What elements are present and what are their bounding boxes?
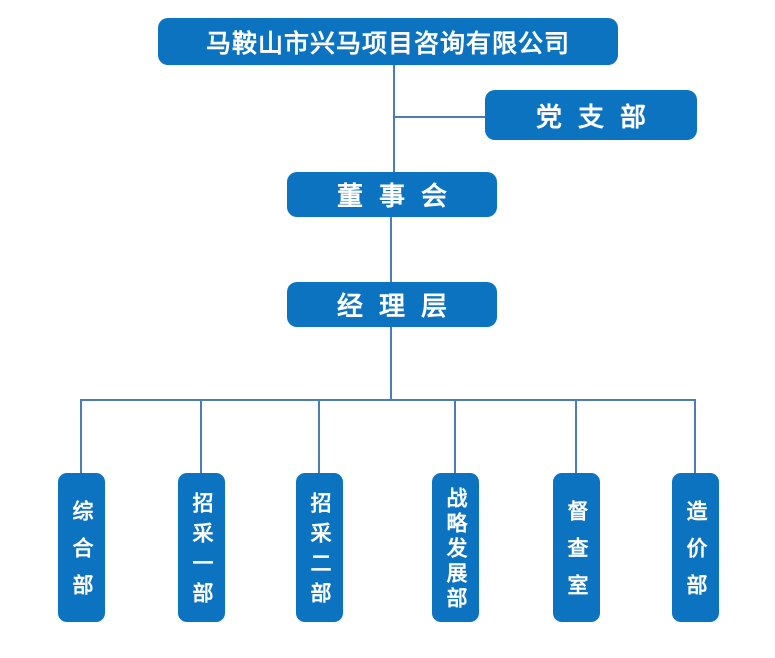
node-dept-cost-estimation: 造价部 (672, 473, 719, 622)
node-dept-strategic-development: 战略发展部 (432, 473, 479, 622)
connector-drop-dept-4 (454, 399, 456, 474)
connector-drop-dept-1 (80, 399, 82, 474)
connector-distribution-bus (80, 399, 696, 401)
dept-label: 综合部 (70, 500, 94, 611)
node-board-of-directors: 董事会 (287, 172, 497, 217)
node-party-branch: 党支部 (485, 90, 697, 140)
node-dept-general-affairs: 综合部 (58, 473, 105, 622)
dept-label: 招采二部 (308, 492, 332, 612)
dept-label: 造价部 (684, 500, 708, 611)
connector-root-to-board (393, 64, 395, 173)
node-management-layer: 经理层 (287, 282, 497, 327)
node-company-root: 马鞍山市兴马项目咨询有限公司 (158, 18, 618, 65)
connector-drop-dept-6 (694, 399, 696, 474)
connector-branch-party (394, 116, 486, 118)
connector-drop-dept-3 (318, 399, 320, 474)
connector-board-to-management (390, 216, 392, 283)
dept-label: 招采一部 (190, 492, 214, 612)
connector-drop-dept-5 (575, 399, 577, 474)
management-label: 经理层 (336, 292, 463, 322)
board-label: 董事会 (336, 182, 463, 212)
connector-management-to-bus (390, 326, 392, 400)
node-dept-procurement-2: 招采二部 (296, 473, 343, 622)
node-dept-procurement-1: 招采一部 (178, 473, 225, 622)
node-dept-supervision-office: 督查室 (553, 473, 600, 622)
company-root-label: 马鞍山市兴马项目咨询有限公司 (205, 28, 570, 58)
connector-drop-dept-2 (200, 399, 202, 474)
party-branch-label: 党支部 (535, 102, 662, 133)
dept-label: 战略发展部 (444, 487, 468, 612)
dept-label: 督查室 (565, 500, 589, 611)
